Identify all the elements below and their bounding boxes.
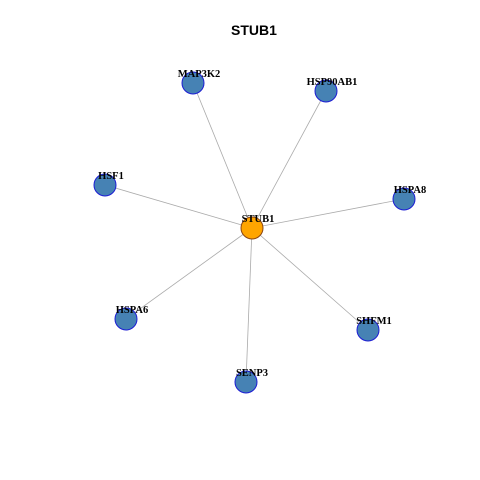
edge-stub1-hsf1 <box>104 184 253 229</box>
edge-layer <box>104 82 405 383</box>
node-label-hsp90ab1: HSP90AB1 <box>307 77 358 88</box>
edge-stub1-hspa8 <box>251 198 405 229</box>
node-label-hspa6: HSPA6 <box>116 305 148 316</box>
node-label-stub1: STUB1 <box>242 214 275 225</box>
node-senp3: SENP3 <box>234 368 268 394</box>
node-label-hsf1: HSF1 <box>98 171 124 182</box>
node-circle-hsp90ab1 <box>314 79 338 103</box>
node-label-shfm1: SHFM1 <box>356 316 392 327</box>
edge-stub1-map3k2 <box>192 82 253 229</box>
node-hspa6: HSPA6 <box>114 305 148 331</box>
diagram-title: STUB1 <box>231 22 277 38</box>
node-label-senp3: SENP3 <box>236 368 268 379</box>
node-hspa8: HSPA8 <box>392 185 426 211</box>
edge-stub1-hsp90ab1 <box>251 90 327 229</box>
node-circle-stub1 <box>240 216 264 240</box>
node-circle-hspa8 <box>392 187 416 211</box>
node-circle-map3k2 <box>181 71 205 95</box>
node-shfm1: SHFM1 <box>356 316 392 342</box>
edge-stub1-shfm1 <box>251 227 369 331</box>
node-circle-senp3 <box>234 370 258 394</box>
node-hsf1: HSF1 <box>93 171 124 197</box>
node-circle-hspa6 <box>114 307 138 331</box>
node-hsp90ab1: HSP90AB1 <box>307 77 358 103</box>
node-circle-shfm1 <box>356 318 380 342</box>
node-stub1: STUB1 <box>240 214 275 240</box>
node-label-hspa8: HSPA8 <box>394 185 426 196</box>
node-circle-hsf1 <box>93 173 117 197</box>
node-layer: STUB1 MAP3K2HSP90AB1HSF1HSPA8HSPA6SHFM1SE… <box>93 69 426 394</box>
node-label-map3k2: MAP3K2 <box>178 69 221 80</box>
node-map3k2: MAP3K2 <box>178 69 221 95</box>
edge-stub1-hspa6 <box>125 227 253 320</box>
edge-stub1-senp3 <box>245 227 253 383</box>
